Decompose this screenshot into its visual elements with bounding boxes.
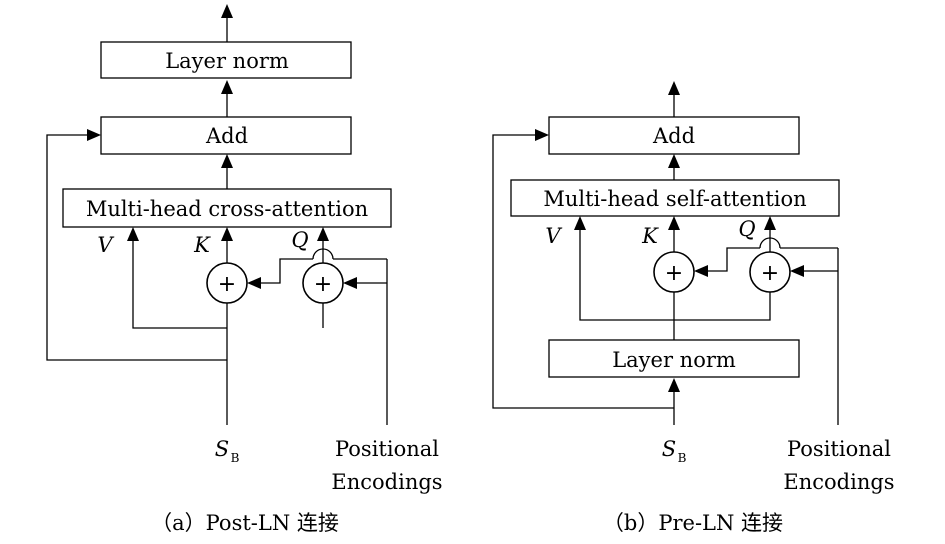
positional-label-a-line1: Positional	[335, 437, 439, 461]
arrow-icon	[668, 378, 680, 392]
input-s-label-a: S	[215, 437, 229, 461]
cross-attention-label: Multi-head cross-attention	[86, 197, 368, 221]
input-subscript-b: B	[678, 451, 687, 465]
panel-b-pre-ln: Add Multi-head self-attention S B Layer …	[492, 81, 895, 535]
add-box-a	[100, 116, 352, 155]
output-arrow-icon	[668, 81, 680, 95]
positional-label-b-line2: Encodings	[783, 470, 894, 494]
arrow-icon	[790, 265, 804, 277]
caption-a: （a）Post-LN 连接	[151, 511, 339, 535]
add-label-b: Add	[652, 124, 695, 148]
arrow-icon	[127, 227, 139, 241]
v-label-b: V	[545, 224, 562, 248]
plus-symbol: +	[314, 272, 332, 297]
v-label-a: V	[97, 233, 114, 257]
input-s-label-b: S	[662, 437, 676, 461]
output-arrow-icon	[221, 4, 233, 18]
q-label-a: Q	[291, 228, 308, 252]
plus-symbol: +	[665, 261, 683, 286]
arrow-icon	[668, 154, 680, 168]
arrow-icon	[668, 216, 680, 230]
residual-arrow-icon	[535, 129, 549, 141]
arrow-icon	[247, 277, 261, 289]
k-label-a: K	[193, 233, 211, 257]
plus-symbol: +	[218, 272, 236, 297]
layer-norm-box-b	[548, 339, 800, 378]
arrow-icon	[317, 227, 329, 241]
layer-norm-label-b: Layer norm	[612, 348, 736, 372]
add-label-a: Add	[205, 124, 248, 148]
positional-label-a-line2: Encodings	[331, 470, 442, 494]
arrow-icon	[221, 154, 233, 168]
add-box-b	[548, 116, 800, 155]
residual-arrow-icon	[87, 129, 101, 141]
arrow-icon	[221, 80, 233, 94]
layer-norm-label-a: Layer norm	[165, 49, 289, 73]
positional-label-b-line1: Positional	[787, 437, 891, 461]
caption-b: （b）Pre-LN 连接	[603, 511, 783, 535]
arrow-icon	[764, 216, 776, 230]
plus-symbol: +	[761, 261, 779, 286]
layer-norm-box-a	[100, 41, 352, 79]
arrow-icon	[694, 265, 708, 277]
input-subscript-a: B	[231, 451, 240, 465]
self-attention-box	[510, 179, 840, 217]
k-label-b: K	[641, 224, 659, 248]
arrow-icon	[343, 277, 357, 289]
arrow-icon	[221, 227, 233, 241]
cross-attention-box	[62, 188, 392, 228]
arrow-icon	[574, 216, 586, 230]
q-label-b: Q	[738, 217, 755, 241]
self-attention-label: Multi-head self-attention	[543, 187, 806, 211]
panel-a-post-ln: Layer norm Add Multi-head cross-attentio…	[46, 4, 443, 535]
